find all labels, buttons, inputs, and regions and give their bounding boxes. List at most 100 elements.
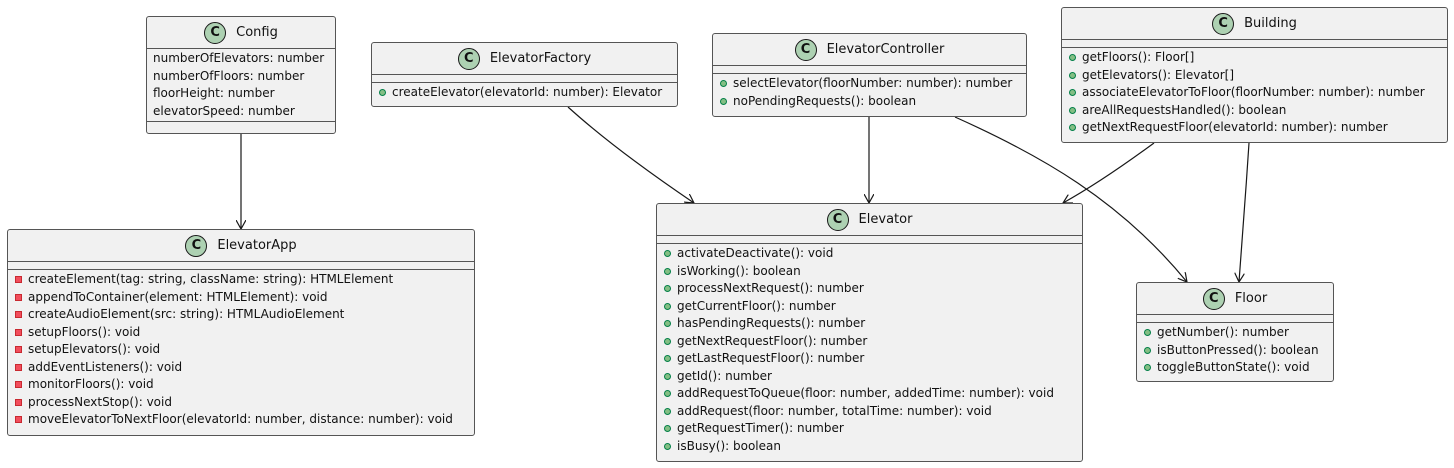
method-row: setupElevators(): void [8, 341, 474, 359]
class-name: ElevatorController [826, 42, 945, 57]
private-icon [15, 311, 22, 318]
public-icon [664, 442, 671, 450]
public-icon [664, 267, 671, 275]
public-icon [664, 355, 671, 362]
method-row: activateDeactivate(): void [657, 245, 1082, 263]
method-row: setupFloors(): void [8, 324, 474, 342]
method-row: getNextRequestFloor(elevatorId: number):… [1062, 119, 1447, 137]
public-icon [1144, 346, 1151, 354]
private-icon [15, 381, 22, 388]
class-c-icon: C [1202, 287, 1225, 310]
attributes-section [372, 75, 677, 83]
public-icon [664, 337, 671, 345]
method-row: addEventListeners(): void [8, 359, 474, 377]
class-c-icon: C [457, 47, 480, 70]
arrow-elevatorfactory-to-elevator [567, 106, 694, 203]
class-building: C Building getFloors(): Floor[] getEleva… [1061, 7, 1448, 143]
class-c-icon: C [826, 208, 849, 231]
public-icon [720, 97, 727, 105]
public-icon [1069, 54, 1076, 61]
method-row: areAllRequestsHandled(): boolean [1062, 102, 1447, 120]
public-icon [720, 80, 727, 87]
methods-section: createElement(tag: string, className: st… [8, 270, 474, 430]
public-icon [664, 302, 671, 310]
methods-section: createElevator(elevatorId: number): Elev… [372, 83, 677, 103]
class-c-icon: C [204, 21, 227, 44]
class-header: C Config [147, 17, 335, 49]
class-floor: C Floor getNumber(): number isButtonPres… [1136, 282, 1334, 382]
class-elevator: C Elevator activateDeactivate(): void is… [656, 203, 1083, 462]
class-elevatorcontroller: C ElevatorController selectElevator(floo… [712, 33, 1027, 117]
method-row: getElevators(): Elevator[] [1062, 67, 1447, 85]
class-c-icon: C [794, 38, 817, 61]
method-row: getId(): number [657, 368, 1082, 386]
class-header: C Elevator [657, 204, 1082, 236]
method-row: addRequest(floor: number, totalTime: num… [657, 403, 1082, 421]
class-name: Elevator [858, 212, 913, 227]
method-row: isButtonPressed(): boolean [1137, 342, 1333, 360]
public-icon [664, 407, 671, 415]
public-icon [1144, 329, 1151, 336]
attributes-section [713, 66, 1026, 74]
private-icon [15, 398, 22, 406]
class-c-icon: C [185, 234, 208, 257]
attributes-section: numberOfElevators: number numberOfFloors… [147, 49, 335, 122]
method-row: processNextStop(): void [8, 394, 474, 412]
methods-section: getFloors(): Floor[] getElevators(): Ele… [1062, 48, 1447, 138]
method-row: associateElevatorToFloor(floorNumber: nu… [1062, 84, 1447, 102]
public-icon [1144, 364, 1151, 371]
method-row: createElevator(elevatorId: number): Elev… [372, 84, 677, 102]
public-icon [664, 320, 671, 327]
private-icon [15, 416, 22, 423]
method-row: isBusy(): boolean [657, 438, 1082, 456]
method-row: monitorFloors(): void [8, 376, 474, 394]
public-icon [664, 390, 671, 397]
private-icon [15, 346, 22, 353]
class-header: C ElevatorFactory [372, 43, 677, 75]
class-name: Building [1244, 16, 1297, 31]
method-row: getRequestTimer(): number [657, 420, 1082, 438]
method-row: moveElevatorToNextFloor(elevatorId: numb… [8, 411, 474, 429]
method-row: isWorking(): boolean [657, 263, 1082, 281]
public-icon [664, 372, 671, 380]
public-icon [1069, 106, 1076, 114]
method-row: getNextRequestFloor(): number [657, 333, 1082, 351]
attributes-section [8, 262, 474, 270]
public-icon [1069, 71, 1076, 79]
class-c-icon: C [1212, 12, 1235, 35]
attribute-row: elevatorSpeed: number [153, 103, 295, 118]
class-header: C Floor [1137, 283, 1333, 315]
class-name: ElevatorFactory [489, 51, 592, 66]
method-row: hasPendingRequests(): number [657, 315, 1082, 333]
class-header: C ElevatorController [713, 34, 1026, 66]
method-row: getNumber(): number [1137, 324, 1333, 342]
class-elevatorfactory: C ElevatorFactory createElevator(elevato… [371, 42, 678, 107]
arrow-elevatorcontroller-to-floor [954, 116, 1187, 282]
attribute-row: numberOfFloors: number [153, 68, 305, 83]
public-icon [664, 250, 671, 257]
class-name: Config [236, 25, 278, 40]
method-row: selectElevator(floorNumber: number): num… [713, 75, 1026, 93]
class-name: ElevatorApp [217, 238, 297, 253]
method-row: noPendingRequests(): boolean [713, 93, 1026, 111]
attributes-section [1137, 315, 1333, 323]
method-row: toggleButtonState(): void [1137, 359, 1333, 377]
methods-section [147, 122, 335, 130]
method-row: getFloors(): Floor[] [1062, 49, 1447, 67]
method-row: createElement(tag: string, className: st… [8, 271, 474, 289]
attribute-row: floorHeight: number [153, 86, 275, 100]
method-row: addRequestToQueue(floor: number, addedTi… [657, 385, 1082, 403]
public-icon [664, 425, 671, 432]
method-row: createAudioElement(src: string): HTMLAud… [8, 306, 474, 324]
method-row: appendToContainer(element: HTMLElement):… [8, 289, 474, 307]
arrow-building-to-floor [1239, 142, 1250, 282]
methods-section: selectElevator(floorNumber: number): num… [713, 74, 1026, 111]
methods-section: getNumber(): number isButtonPressed(): b… [1137, 323, 1333, 378]
method-row: getCurrentFloor(): number [657, 298, 1082, 316]
attributes-section [1062, 40, 1447, 48]
class-config: C Config numberOfElevators: number numbe… [146, 16, 336, 134]
public-icon [1069, 124, 1076, 131]
class-header: C ElevatorApp [8, 230, 474, 262]
attribute-row: numberOfElevators: number [153, 51, 325, 65]
